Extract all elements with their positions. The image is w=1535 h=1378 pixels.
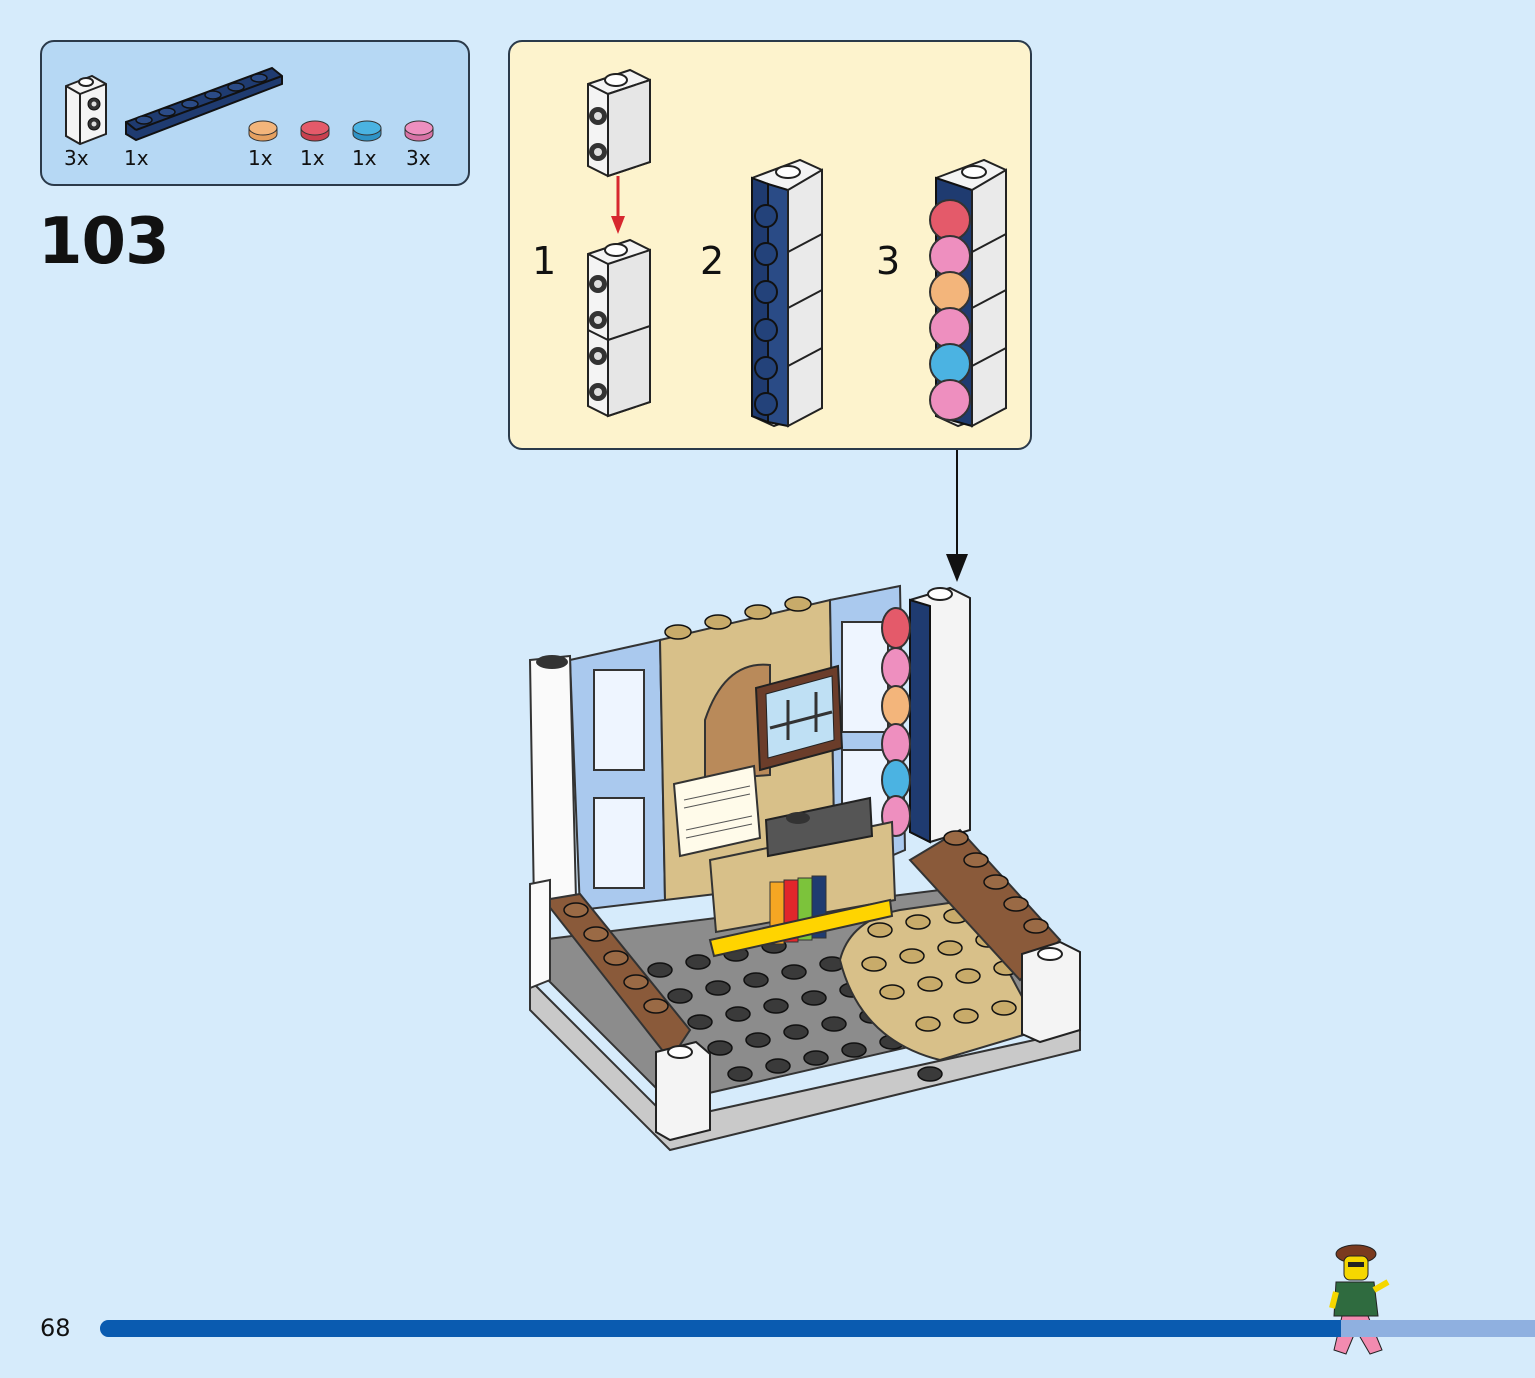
part-count-white-brick: 3x: [64, 146, 89, 170]
single-white-brick-illustration: [587, 68, 651, 178]
progress-bar: [100, 1320, 1535, 1337]
bricks-with-dark-blue-plate-illustration: [751, 158, 823, 428]
dark-blue-plate-icon: [125, 66, 283, 142]
part-count-blue-tile: 1x: [352, 146, 377, 170]
progress-bar-fill: [100, 1320, 1342, 1337]
placement-arrow-icon: [946, 450, 968, 582]
room-model-illustration: [528, 584, 1081, 1152]
red-round-tile-icon: [300, 120, 330, 142]
stacked-white-bricks-illustration: [587, 238, 651, 418]
round-tiles-column: [881, 607, 911, 837]
minifigure-mascot-icon: [1329, 1244, 1390, 1355]
part-count-dark-blue-plate: 1x: [124, 146, 149, 170]
left-side-bricks: [542, 892, 692, 1062]
bricks-with-round-tiles-illustration: [929, 158, 1007, 428]
right-side-bricks: [908, 828, 1062, 982]
page-number: 68: [40, 1314, 71, 1342]
part-count-pink-tile: 3x: [406, 146, 431, 170]
pink-round-tile-icon: [404, 120, 434, 142]
white-brick-icon: [65, 74, 107, 146]
step-number: 103: [38, 205, 170, 279]
orange-round-tile-icon: [248, 120, 278, 142]
sub-step-3-label: 3: [876, 239, 901, 283]
parts-list-panel: 3x 1x 1x 1x 1x 3x: [40, 40, 470, 186]
part-count-orange-tile: 1x: [248, 146, 273, 170]
sub-step-1-label: 1: [532, 239, 557, 283]
part-count-red-tile: 1x: [300, 146, 325, 170]
blue-round-tile-icon: [352, 120, 382, 142]
sub-assembly-panel: 1 2 3: [508, 40, 1032, 450]
red-arrow-icon: [611, 176, 625, 234]
sub-step-2-label: 2: [700, 239, 725, 283]
white-column: [528, 654, 578, 908]
